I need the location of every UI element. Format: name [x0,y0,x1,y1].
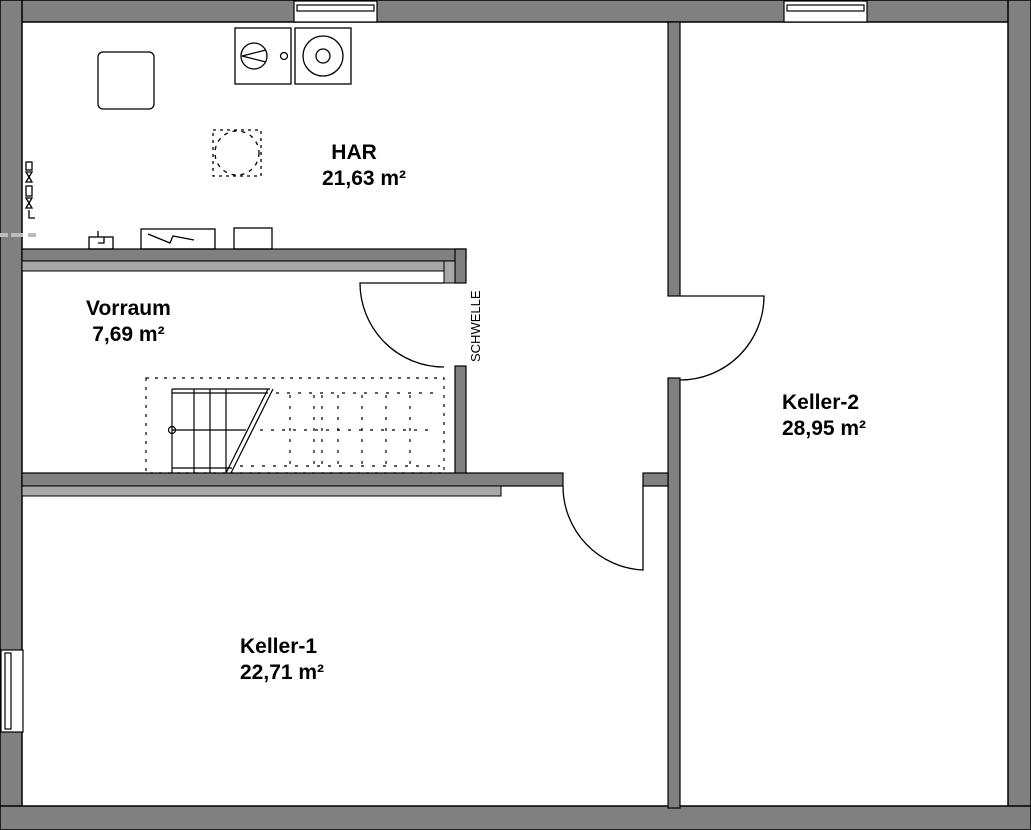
room-label-keller1: Keller-1 22,71 m² [240,634,324,687]
staircase-icon [145,377,445,474]
doors [359,282,765,571]
room-name: Keller-1 [240,635,318,658]
heater-icon [212,129,262,177]
wall-lighter-strips [21,260,502,497]
room-label-keller2: Keller-2 28,95 m² [782,390,866,443]
threshold-label: SCHWELLE [468,290,483,362]
water-valve-icon [24,161,35,219]
room-area: 28,95 m² [782,417,867,441]
cabinet-icon [233,227,273,250]
room-name: Vorraum [86,297,171,320]
drain-icon [88,236,114,250]
washing-machine-icon [294,27,352,85]
electrical-panel-icon [140,228,216,250]
room-area: 21,63 m² [322,167,407,191]
windows [0,0,868,733]
room-name: Keller-2 [782,391,860,414]
room-label-har: HAR 21,63 m² [322,140,406,193]
room-area: 7,69 m² [92,323,165,347]
interior-walls [21,21,681,809]
room-name: HAR [331,141,377,164]
dryer-icon [234,27,292,85]
har-fixtures [24,27,352,250]
room-label-vorraum: Vorraum 7,69 m² [86,296,171,349]
sink-icon [97,51,155,110]
meter-dashes [0,233,36,237]
room-area: 22,71 m² [240,661,325,685]
